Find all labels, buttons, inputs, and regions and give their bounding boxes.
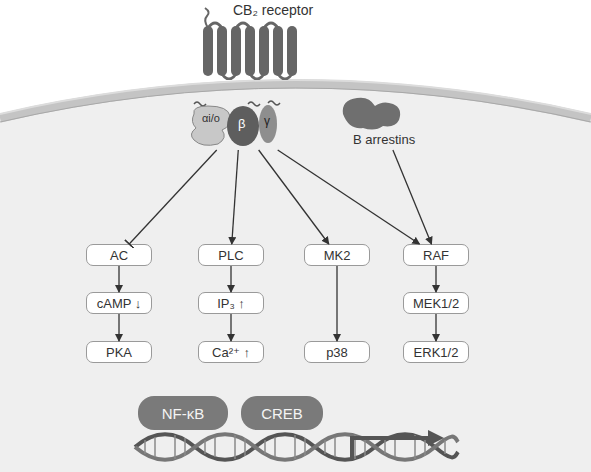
inhibition-arrow: [129, 150, 216, 244]
activation-arrow: [336, 266, 337, 341]
process-box: PKA: [86, 341, 152, 363]
node-text: γ: [264, 114, 270, 128]
node-text: αi/o: [202, 112, 220, 124]
membrane-line: [0, 88, 591, 122]
activation-arrow: [435, 314, 436, 341]
node-text: p38: [326, 345, 348, 360]
transcription-line: [352, 438, 430, 458]
cell-interior: [0, 84, 591, 472]
activation-arrow: [435, 266, 436, 292]
activation-arrow: [232, 150, 239, 244]
arrestin: B arrestins: [335, 92, 427, 150]
activation-arrow: [259, 150, 329, 244]
dna-strand: [135, 434, 458, 460]
transcription-arrow: [352, 430, 444, 458]
dna-strand: [135, 434, 458, 460]
activation-arrow: [393, 150, 432, 244]
node-text: β: [238, 116, 245, 131]
node-text: B arrestins: [353, 132, 415, 147]
node-text: Ca²⁺ ↑: [212, 345, 250, 360]
transcription-head: [428, 430, 444, 446]
node-text: RAF: [423, 248, 449, 263]
node-text: CREB: [261, 405, 303, 422]
transcription-factor: CREB: [241, 396, 323, 430]
dna-rungs: [145, 435, 445, 459]
activation-arrow: [230, 314, 231, 341]
node-text: MEK1/2: [413, 296, 459, 311]
activation-arrow: [230, 266, 231, 292]
process-box: MEK1/2: [403, 292, 469, 314]
node-text: CB₂ receptor: [233, 2, 313, 18]
node-text: NF-κB: [162, 405, 205, 422]
node-text: IP₃ ↑: [217, 296, 245, 311]
process-box: AC: [86, 244, 152, 266]
process-box: IP₃ ↑: [198, 292, 264, 314]
process-box: cAMP ↓: [86, 292, 152, 314]
process-box: Ca²⁺ ↑: [198, 341, 264, 363]
node-text: MK2: [324, 248, 351, 263]
node-text: AC: [110, 248, 128, 263]
transcription-factor: NF-κB: [138, 396, 228, 430]
activation-arrow: [118, 314, 119, 341]
process-box: RAF: [403, 244, 469, 266]
activation-arrow: [278, 150, 420, 244]
node-text: PKA: [106, 345, 132, 360]
g-protein: αi/o β γ: [188, 100, 292, 150]
process-box: ERK1/2: [403, 341, 469, 363]
membrane-line: [0, 80, 591, 114]
process-box: PLC: [198, 244, 264, 266]
node-text: PLC: [218, 248, 243, 263]
activation-arrow: [118, 266, 119, 292]
node-text: cAMP ↓: [97, 296, 142, 311]
cell-membrane: [0, 84, 591, 118]
process-box: MK2: [304, 244, 370, 266]
process-box: p38: [304, 341, 370, 363]
node-text: ERK1/2: [414, 345, 459, 360]
receptor: CB₂ receptor: [195, 0, 345, 80]
dna-helix: [135, 434, 458, 460]
